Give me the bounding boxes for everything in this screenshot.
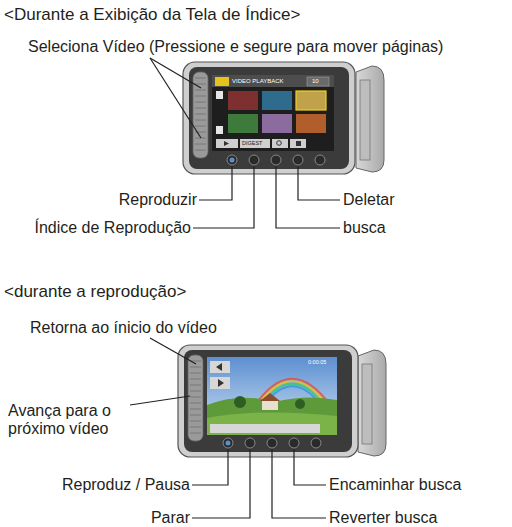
callout-label: Seleciona Vídeo (Pressione e segure para… <box>28 38 443 56</box>
callout-label: Índice de Reprodução <box>34 219 191 237</box>
callout-label: Encaminhar busca <box>329 476 462 494</box>
callout-label: busca <box>343 219 386 237</box>
section-heading: <Durante a Exibição da Tela de Índice> <box>4 5 300 25</box>
callout-label: Deletar <box>343 191 395 209</box>
screen-text: 10 <box>312 78 319 85</box>
camcorder-playback <box>178 345 386 457</box>
screen-text: 0:00:05 <box>308 359 326 365</box>
section-heading: <durante a reprodução> <box>4 282 186 302</box>
callout-label: Retorna ao ínicio do vídeo <box>30 319 217 337</box>
callout-label: Reverter busca <box>329 509 438 527</box>
screen-text: DIGEST <box>242 140 262 146</box>
screen-text: VIDEO PLAYBACK <box>232 78 284 85</box>
callout-label: Parar <box>151 509 190 527</box>
callout-label: Avança para o próximo vídeo <box>8 402 130 439</box>
camcorder-index <box>183 62 384 174</box>
callout-label: Reproduzir <box>119 191 197 209</box>
callout-label: Reproduz / Pausa <box>62 476 190 494</box>
